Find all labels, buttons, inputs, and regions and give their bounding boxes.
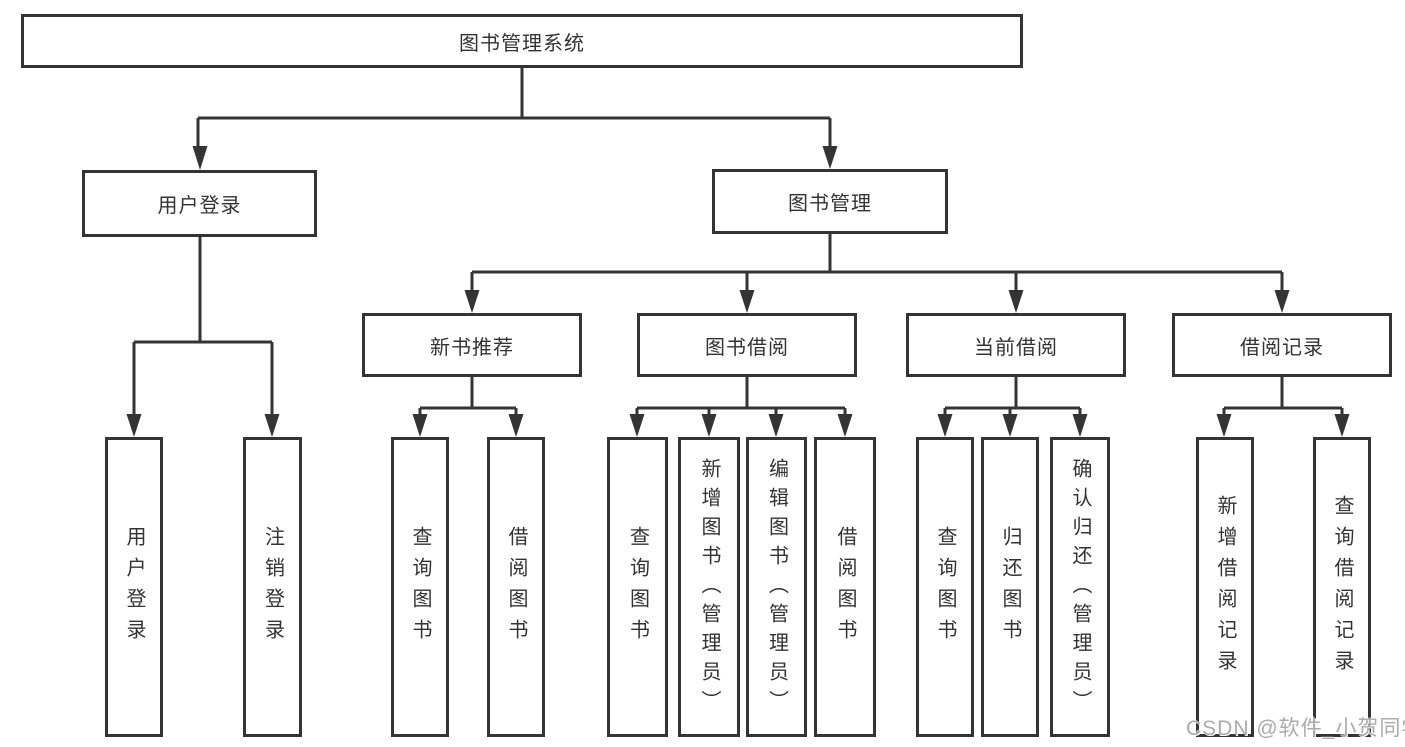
node-book-borrow: 图书借阅	[637, 313, 857, 377]
node-user-login: 用户登录	[82, 170, 317, 237]
connector-book-management-children	[470, 234, 1284, 291]
leaf-query-borrow-record: 查询借阅记录	[1313, 437, 1371, 737]
leaf-add-books-admin: 新增图书（管理员）	[678, 437, 740, 737]
leaf-edit-books-admin: 编辑图书（管理员）	[746, 437, 807, 737]
connector-borrow-records-children	[1222, 377, 1344, 415]
leaf-query-books: 查询图书	[607, 437, 668, 737]
arrowheads	[126, 146, 1350, 437]
leaf-query-books: 查询图书	[916, 437, 974, 737]
leaf-user-login: 用户登录	[105, 437, 163, 737]
node-root-system: 图书管理系统	[21, 14, 1023, 68]
leaf-add-borrow-record: 新增借阅记录	[1196, 437, 1254, 737]
leaf-logout: 注销登录	[243, 437, 302, 737]
connector-book-borrow-children	[635, 377, 847, 415]
leaf-borrow-books: 借阅图书	[487, 437, 545, 737]
leaf-return-books: 归还图书	[981, 437, 1039, 737]
node-book-management: 图书管理	[712, 169, 948, 234]
leaf-borrow-books: 借阅图书	[814, 437, 876, 737]
connector-user-login-children	[132, 237, 274, 415]
node-borrow-records: 借阅记录	[1172, 313, 1392, 377]
node-new-book-recommend: 新书推荐	[362, 313, 582, 377]
connector-new-book-recommend-children	[418, 377, 518, 415]
leaf-query-books: 查询图书	[391, 437, 449, 737]
csdn-watermark: CSDN @软件_小贺同学	[1186, 717, 1405, 740]
connector-root-to-level1	[196, 68, 832, 146]
leaf-confirm-return-admin: 确认归还（管理员）	[1050, 437, 1110, 737]
node-current-borrow: 当前借阅	[906, 313, 1126, 377]
connector-current-borrow-children	[943, 377, 1082, 415]
